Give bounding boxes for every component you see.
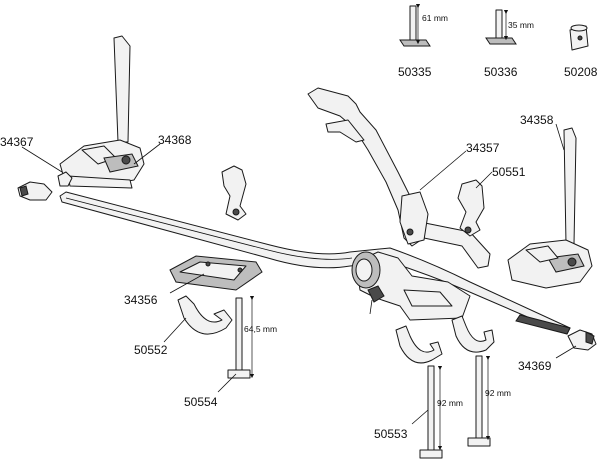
- t-bolt-50553-a: [419, 365, 443, 459]
- post-left-rod: [113, 35, 131, 143]
- post-right-rod: [563, 127, 577, 245]
- end-cap-left: [17, 171, 73, 201]
- u-strap-lower-left: [395, 325, 443, 364]
- label-34368: 34368: [158, 133, 192, 147]
- label-50552: 50552: [134, 343, 168, 357]
- central-clamp: [351, 251, 471, 321]
- barrel-nut-50208: [569, 24, 589, 51]
- end-cap-right: [567, 329, 597, 351]
- t-bolt-50553-b: [467, 355, 491, 447]
- label-50554: 50554: [184, 395, 218, 409]
- label-34356: 34356: [124, 293, 158, 307]
- base-plate: [169, 255, 263, 291]
- label-50336: 50336: [484, 65, 518, 79]
- wheel-tray-clamp-right: [507, 239, 593, 289]
- label-50551: 50551: [492, 165, 526, 179]
- leader-lines: [21, 123, 577, 425]
- label-34367: 34367: [0, 135, 34, 149]
- dimension-92mm-b: 92 mm: [485, 388, 511, 398]
- dimension-61mm: 61 mm: [422, 13, 448, 23]
- label-34358: 34358: [520, 113, 554, 127]
- upright-frame-holder: [307, 87, 491, 269]
- frame-clamp-piece: [221, 165, 247, 221]
- label-50335: 50335: [398, 65, 432, 79]
- dimension-64-5mm: 64,5 mm: [244, 324, 277, 334]
- label-50208: 50208: [564, 65, 598, 79]
- u-strap-lower-right: [451, 315, 495, 353]
- dimension-35mm: 35 mm: [508, 20, 534, 30]
- clamp-piece-50551: [457, 179, 485, 237]
- wheel-tray-clamp-left: [59, 139, 145, 189]
- t-bolt-50554: [227, 295, 255, 379]
- dimension-92mm-a: 92 mm: [437, 398, 463, 408]
- t-bolt-50336: [485, 9, 517, 45]
- main-rail: [59, 191, 571, 335]
- label-34369: 34369: [518, 359, 552, 373]
- t-bolt-50335: [399, 3, 431, 47]
- label-34357: 34357: [466, 141, 500, 155]
- label-50553: 50553: [374, 427, 408, 441]
- u-strap-50552: [177, 295, 233, 335]
